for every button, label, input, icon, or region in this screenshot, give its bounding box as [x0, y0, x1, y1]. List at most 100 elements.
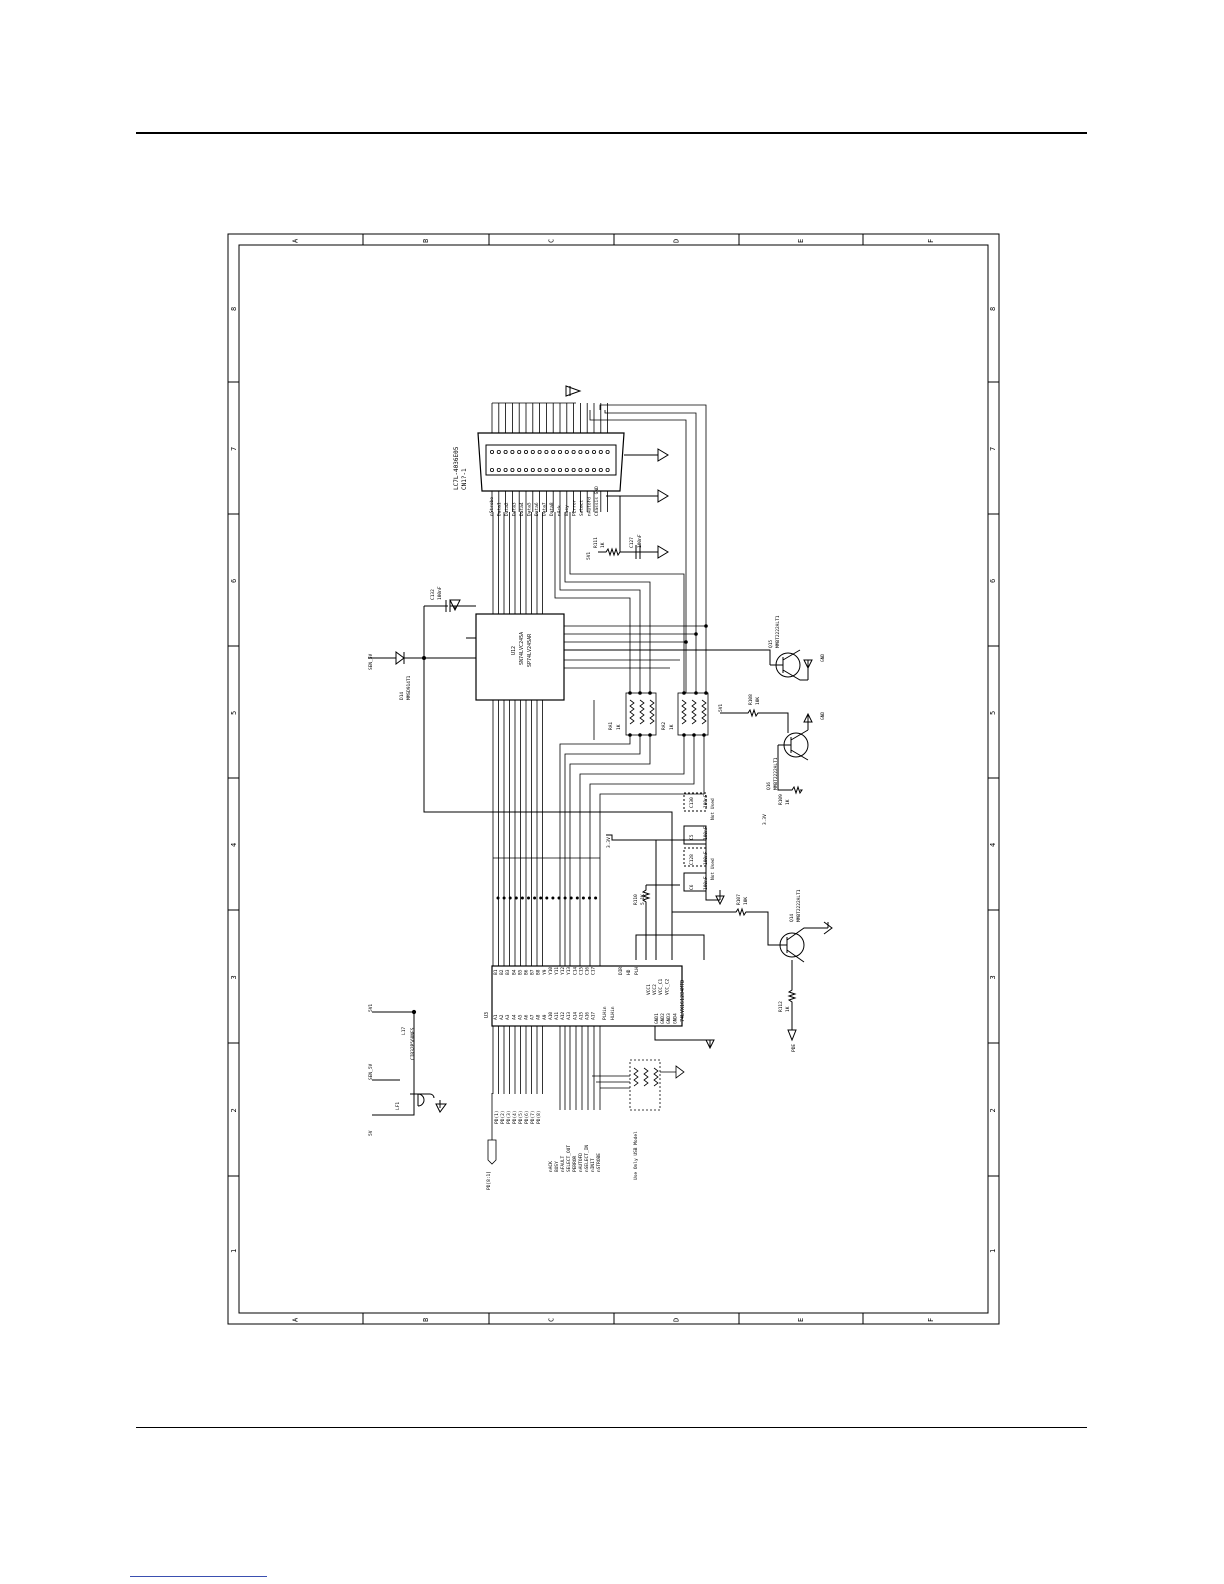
connector-pin — [503, 449, 508, 454]
u3-pin-label-left: A12 — [560, 1012, 566, 1020]
ra1-label: RA1 — [608, 722, 614, 730]
control-wire — [559, 512, 641, 693]
net-sen5v-lf1: SEN_5V — [368, 1063, 374, 1080]
control-wire — [599, 735, 705, 966]
connector-pin — [517, 467, 522, 472]
u3-gnd-label: GND4 — [672, 1013, 678, 1024]
connector-signal-label: Select — [579, 499, 585, 516]
junction-dot — [588, 896, 591, 900]
frame-row-label: 1 — [989, 1249, 997, 1253]
c132-ref: C132 — [430, 589, 436, 600]
connector-pin — [524, 467, 529, 472]
u12-box — [475, 613, 565, 701]
connector-pin — [524, 449, 529, 454]
u3-pin-label-left: A7 — [530, 1014, 536, 1020]
u3-pin-label-left: A14 — [572, 1012, 578, 1020]
c130-val: 100nF — [703, 794, 709, 808]
connector-pin — [544, 467, 549, 472]
u3-pin-label-left: A10 — [548, 1012, 554, 1020]
frame-row-label: 2 — [989, 1108, 997, 1112]
ra2-label: RA2 — [661, 722, 667, 730]
junction-dot — [704, 624, 708, 628]
control-wire — [589, 410, 687, 693]
r109-val: 1K — [785, 799, 791, 805]
q14-ref: Q14 — [789, 914, 795, 922]
lf1-ref: LF1 — [395, 1102, 401, 1110]
frame-row-label: 6 — [989, 579, 997, 583]
r108-val: 10K — [755, 697, 761, 705]
frame-col-label: E — [797, 1318, 805, 1322]
c5-val: 100nF — [703, 826, 709, 840]
connector-pin — [489, 467, 494, 472]
u3-pin-label-right: Y12 — [560, 967, 566, 975]
junction-dot — [694, 632, 698, 636]
connector-signal-label: nStrobe — [489, 497, 495, 516]
frame-row-label: 7 — [230, 447, 238, 451]
ra2-value: 1K — [669, 724, 675, 730]
connector-pin — [578, 467, 583, 472]
connector-signal-label: Busy — [564, 505, 570, 516]
connector-pin — [489, 449, 494, 454]
net-sen5v-d14: SEN_5V — [368, 653, 374, 670]
d14-ref: D14 — [399, 692, 405, 700]
u12-ref: U12 — [511, 646, 517, 655]
c5-ref: C5 — [689, 834, 695, 840]
r109-ref: R109 — [778, 794, 784, 805]
net-pd: PD[8:1] — [486, 1171, 492, 1190]
u3-pin-label-left: A15 — [578, 1012, 584, 1020]
ctrl-signal-label: nACK — [548, 1161, 554, 1172]
u3-pin-label-right: B1 — [493, 969, 499, 975]
top-rule — [136, 132, 1087, 134]
net-gnd-q15: GND — [820, 654, 826, 662]
junction-dot — [557, 896, 561, 900]
c132-val: 100nF — [437, 586, 443, 600]
ground-symbols — [449, 385, 669, 612]
connector-pin — [592, 449, 597, 454]
pd-bit-label: PD(7) — [530, 1110, 536, 1124]
connector-signal-label: Chassis GND — [594, 486, 600, 516]
r112-val: 1K — [785, 1006, 791, 1012]
junction-dot — [502, 896, 506, 900]
connector-pin — [503, 467, 508, 472]
frame-col-label: D — [673, 1318, 681, 1322]
frame-row-label: 6 — [230, 579, 238, 583]
u3-box — [491, 965, 683, 1027]
pd-bit-label: PD(1) — [494, 1110, 500, 1124]
junction-dot — [684, 640, 688, 644]
c127-val: 100nF — [637, 534, 643, 548]
junction-dot — [514, 896, 518, 900]
ctrl-signal-label: nSTROBE — [596, 1153, 602, 1172]
r111-val: 1K — [600, 542, 606, 548]
connector-signal-label: Data5 — [527, 502, 533, 516]
junction-dot — [563, 896, 567, 900]
junction-dot — [539, 896, 543, 900]
footer-link-underline — [130, 1576, 267, 1577]
c128-ref: C128 — [689, 854, 695, 865]
r107-val: 10K — [743, 897, 749, 905]
connector-pin — [510, 467, 515, 472]
frame-row-label: 7 — [989, 447, 997, 451]
connector-pin — [496, 467, 501, 472]
r110-val: 5.1K — [640, 894, 646, 905]
frame-row-label: 5 — [230, 711, 238, 715]
pd-bit-label: PD(3) — [506, 1110, 512, 1124]
bottom-rule — [136, 1427, 1087, 1428]
frame-col-label: F — [927, 239, 935, 243]
connector-pin — [585, 467, 590, 472]
net-5v1-r108: 5V1 — [718, 704, 724, 712]
pd-bit-label: PD(4) — [512, 1110, 518, 1124]
junction-dot — [545, 896, 549, 900]
junction-dot — [569, 896, 573, 900]
connector-signal-label: Data3 — [512, 502, 518, 516]
connector-pin — [510, 449, 515, 454]
u3-pin-label-left: A13 — [566, 1012, 572, 1020]
control-wire — [579, 735, 685, 966]
frame-col-label: A — [292, 238, 300, 243]
r111-ref: R111 — [593, 537, 599, 548]
frame-row-label: 4 — [230, 843, 238, 847]
r111-c127 — [598, 496, 641, 559]
frame-col-label: B — [422, 1318, 430, 1322]
connector-pin — [605, 467, 610, 472]
connector-pin — [605, 449, 610, 454]
control-wire — [599, 404, 707, 693]
